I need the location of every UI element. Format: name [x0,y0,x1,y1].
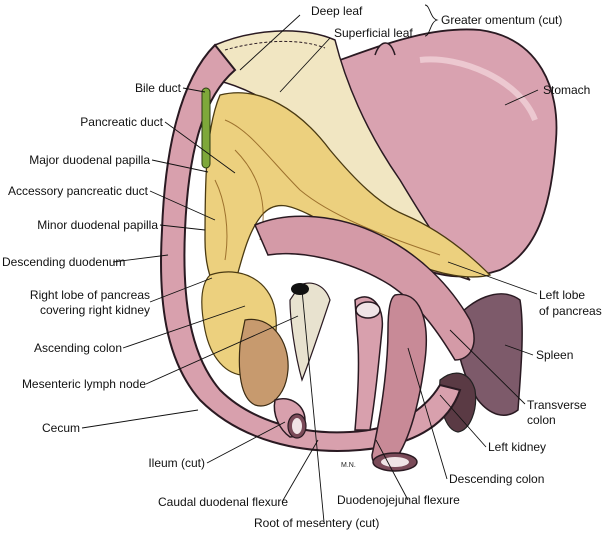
label-stomach: Stomach [543,83,591,97]
label-greater-omentum: Greater omentum (cut) [441,13,563,27]
label-caudal-duodenal-flexure: Caudal duodenal flexure [158,495,289,509]
label-duodenojejunal-flexure: Duodenojejunal flexure [337,493,460,507]
leader-lines [81,4,539,523]
label-transverse-line2: colon [527,413,556,427]
label-deep-leaf: Deep leaf [311,4,363,18]
label-superficial-leaf: Superficial leaf [334,26,413,40]
mesentery-root-shape [289,282,331,382]
label-root-of-mesentery: Root of mesentery (cut) [254,516,380,530]
label-major-duodenal-papilla: Major duodenal papilla [29,153,150,167]
label-accessory-pancreatic-duct: Accessory pancreatic duct [7,184,148,198]
duodenum-loop [160,43,462,452]
label-ileum: Ileum (cut) [148,456,205,470]
label-ascending-colon: Ascending colon [33,341,122,355]
label-descending-duodenum: Descending duodenum [2,255,126,269]
label-left-kidney: Left kidney [488,440,547,454]
label-transverse-line1: Transverse [527,398,587,412]
label-minor-duodenal-papilla: Minor duodenal papilla [37,218,158,232]
label-cecum: Cecum [41,421,80,435]
label-pancreatic-duct: Pancreatic duct [80,115,163,129]
artist-signature: M.N. [341,462,356,469]
transverse-colon-shape [254,215,475,361]
label-bile-duct: Bile duct [134,81,181,95]
label-left-lobe-line2: of pancreas [539,304,602,318]
label-descending-colon: Descending colon [449,472,545,486]
label-spleen: Spleen [536,348,574,362]
label-left-lobe-line1: Left lobe [539,288,586,302]
cecum-shape [238,318,289,407]
label-right-lobe-line1: Right lobe of pancreas [29,288,150,302]
bile-duct-shape [201,87,211,169]
label-right-lobe-line2: covering right kidney [39,303,150,317]
label-mesenteric-lymph-node: Mesenteric lymph node [21,377,146,391]
